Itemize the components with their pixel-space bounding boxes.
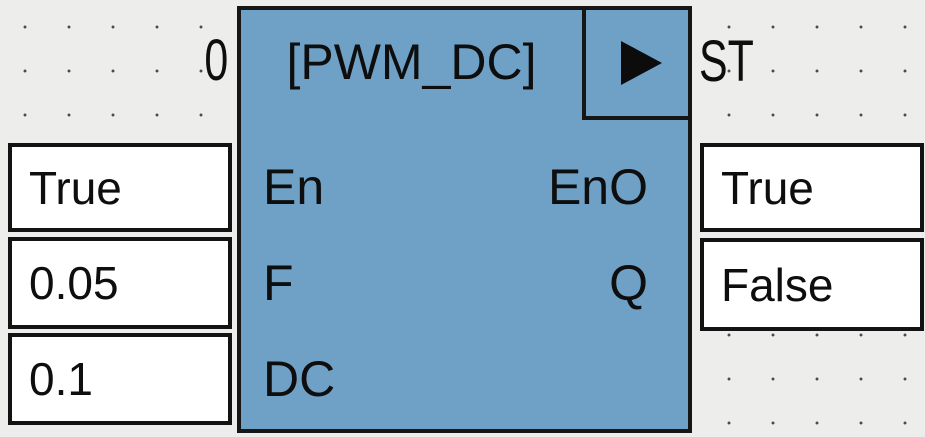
execution-order-label: 0 — [0, 6, 228, 114]
input-value-en: True — [29, 161, 122, 214]
debug-run-button[interactable] — [582, 6, 692, 120]
output-value-q: False — [721, 258, 834, 311]
output-pin-q[interactable]: Q — [609, 255, 648, 311]
input-value-box-en[interactable]: True — [8, 143, 232, 232]
play-icon — [620, 41, 662, 85]
output-value-box-q[interactable]: False — [700, 238, 924, 331]
output-pin-eno[interactable]: EnO — [547, 159, 648, 215]
input-pin-f[interactable]: F — [263, 255, 294, 311]
output-value-eno: True — [721, 161, 814, 214]
input-pin-dc[interactable]: DC — [263, 351, 336, 407]
execution-order-value: 0 — [204, 27, 228, 93]
input-value-f: 0.05 — [29, 257, 119, 309]
input-value-box-f[interactable]: 0.05 — [8, 237, 232, 329]
language-badge-text: ST — [699, 28, 754, 94]
input-value-box-dc[interactable]: 0.1 — [8, 333, 232, 425]
input-value-dc: 0.1 — [29, 353, 93, 405]
output-value-box-eno[interactable]: True — [700, 143, 924, 232]
block-title: [PWM_DC] — [286, 34, 537, 90]
input-pin-en[interactable]: En — [263, 159, 325, 215]
language-badge: ST — [699, 6, 773, 116]
